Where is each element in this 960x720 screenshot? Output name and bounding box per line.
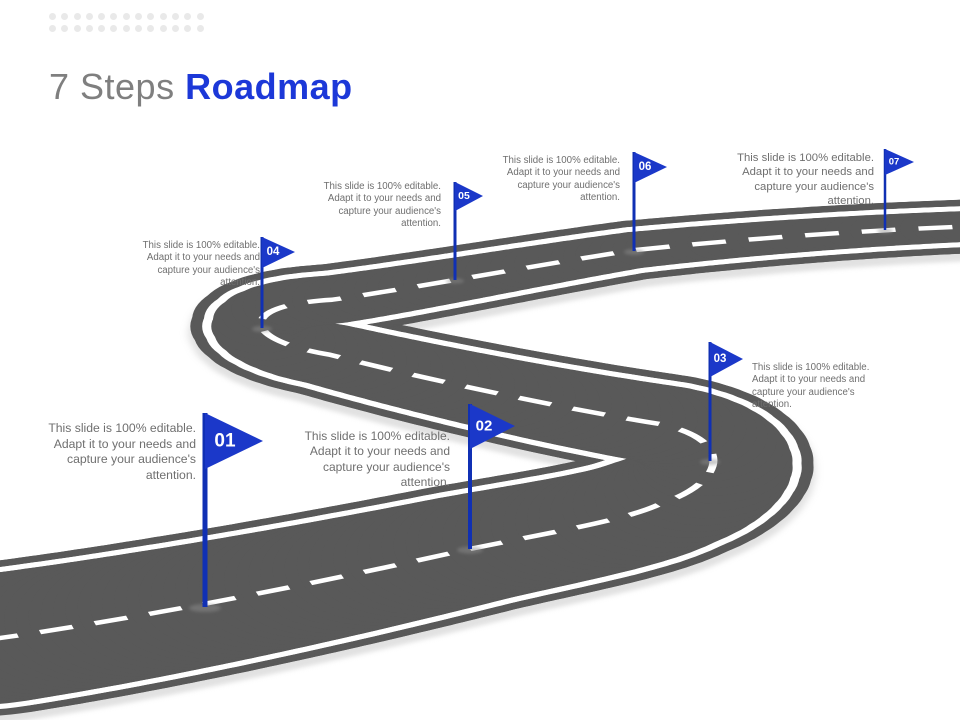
dot — [196, 13, 204, 20]
pole-shadow — [189, 604, 221, 612]
title-prefix: 7 Steps — [49, 66, 175, 107]
step-07-description: This slide is 100% editable. Adapt it to… — [737, 152, 874, 208]
flag-number: 02 — [476, 418, 493, 435]
title-highlight: Roadmap — [185, 66, 353, 107]
step-06-flag: 06 — [624, 152, 667, 255]
pole-shadow — [457, 546, 483, 554]
dot — [73, 13, 81, 20]
dot — [171, 25, 179, 32]
dot — [61, 13, 69, 20]
dot — [98, 13, 106, 20]
pole-shadow — [252, 326, 272, 332]
dot — [171, 13, 179, 20]
step-02-description: This slide is 100% editable. Adapt it to… — [304, 429, 450, 490]
dot — [135, 25, 143, 32]
flag-number: 04 — [267, 246, 280, 258]
flag-number: 01 — [214, 431, 236, 452]
flag-pennant — [455, 182, 483, 211]
dot — [110, 13, 118, 20]
slide-title: 7 Steps Roadmap — [49, 66, 353, 108]
dot — [184, 25, 192, 32]
step-03-description: This slide is 100% editable. Adapt it to… — [752, 362, 870, 411]
dot — [184, 13, 192, 20]
pole-shadow — [446, 278, 464, 284]
dot — [85, 13, 93, 20]
flag-pennant — [885, 149, 914, 175]
dot — [147, 25, 155, 32]
dot — [122, 13, 130, 20]
dot — [85, 25, 93, 32]
flag-pennant — [470, 404, 515, 449]
step-01-flag: 01 — [189, 413, 263, 612]
flag-pennant — [262, 237, 295, 268]
dot — [110, 25, 118, 32]
step-03-flag: 03 — [700, 342, 743, 465]
dot — [135, 13, 143, 20]
milestone-flags: 01 02 03 04 — [189, 149, 914, 612]
step-07-flag: 07 — [877, 149, 914, 234]
dot — [196, 25, 204, 32]
flag-number: 05 — [458, 190, 470, 202]
road-center-dashed-line — [0, 224, 960, 641]
step-06-description: This slide is 100% editable. Adapt it to… — [502, 155, 620, 204]
flag-pennant — [205, 413, 263, 469]
dot — [49, 13, 56, 20]
flag-number: 06 — [639, 161, 652, 173]
flag-number: 03 — [714, 353, 727, 365]
pole-shadow — [700, 459, 720, 465]
step-01-description: This slide is 100% editable. Adapt it to… — [48, 421, 196, 482]
pole-shadow — [877, 228, 893, 234]
dot — [49, 25, 56, 32]
step-04-flag: 04 — [252, 237, 295, 332]
dot — [73, 25, 81, 32]
dot — [147, 13, 155, 20]
dots-pattern — [49, 13, 204, 32]
flag-pennant — [710, 342, 743, 377]
dot — [159, 13, 167, 20]
pole-shadow — [624, 249, 644, 255]
flag-pennant — [634, 152, 667, 183]
flag-number: 07 — [889, 157, 900, 168]
step-04-description: This slide is 100% editable. Adapt it to… — [142, 240, 260, 289]
dot — [159, 25, 167, 32]
dot — [122, 25, 130, 32]
dot — [61, 25, 69, 32]
step-05-flag: 05 — [446, 182, 483, 284]
step-02-flag: 02 — [457, 404, 515, 554]
dot — [98, 25, 106, 32]
step-05-description: This slide is 100% editable. Adapt it to… — [323, 181, 441, 230]
